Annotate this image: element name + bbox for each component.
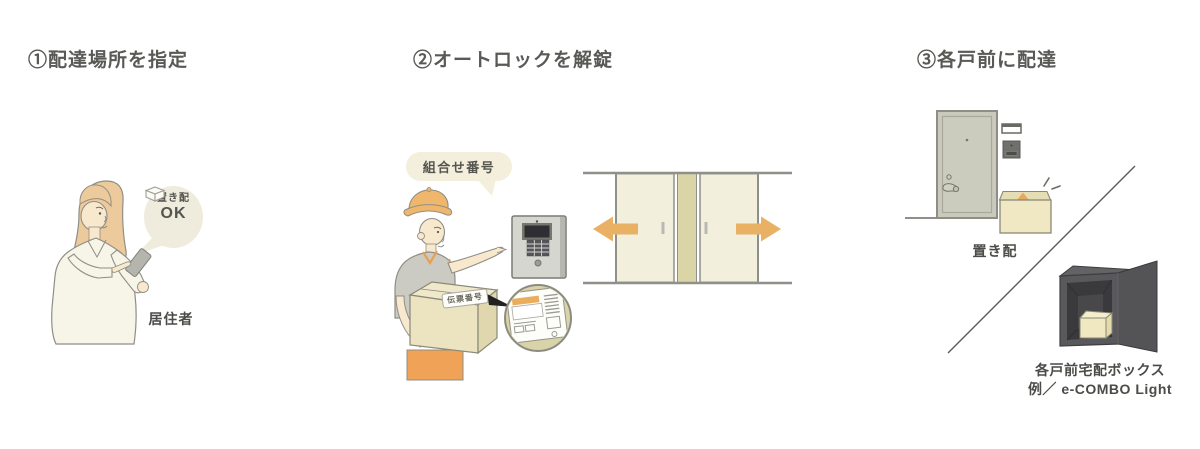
okihai-package-icon	[998, 190, 1052, 234]
callout-wedge	[487, 294, 513, 307]
sparkle-icon	[1043, 177, 1061, 190]
pants	[406, 349, 464, 381]
resident-caption: 居住者	[148, 311, 194, 327]
arrow-left-icon	[593, 216, 638, 242]
door-handle-mark	[704, 222, 708, 234]
cabinet-open-door	[1117, 260, 1158, 353]
speech-bubble-tail	[477, 179, 496, 196]
delivery-box-caption-line1: 各戸前宅配ボックス	[1034, 362, 1166, 378]
bubble-text-ok: OK	[160, 205, 187, 222]
step3-title: ③各戸前に配達	[917, 50, 1058, 71]
okihai-caption: 置き配	[972, 243, 1018, 259]
face	[418, 217, 446, 247]
door-center-column	[677, 174, 697, 282]
front-door-scene	[905, 110, 1158, 354]
intercom-panel-icon	[511, 215, 567, 279]
delivery-box-illustration	[1058, 260, 1158, 353]
inner-package-icon	[1078, 310, 1114, 340]
courier-illustration	[394, 179, 572, 381]
okihai-speech-bubble: 置き配 OK	[144, 186, 203, 248]
sliding-doors-illustration	[583, 171, 792, 285]
bubble-text: 置き配	[157, 193, 190, 204]
face	[80, 200, 108, 232]
smartphone-icon	[125, 248, 152, 277]
peephole-icon	[965, 138, 969, 142]
keyhole-icon	[946, 174, 952, 180]
package-box-icon	[144, 186, 166, 202]
pointing-arm	[447, 246, 504, 274]
diagonal-divider-line	[947, 165, 1136, 354]
step1-title: ①配達場所を指定	[28, 50, 189, 71]
step2-title: ②オートロックを解錠	[413, 50, 614, 71]
combination-number-bubble: 組合せ番号	[406, 152, 512, 181]
magnifier-detail-icon	[504, 284, 572, 352]
delivery-box-caption-line2: 例／ e-COMBO Light	[1027, 381, 1173, 397]
arrow-right-icon	[736, 216, 781, 242]
door-handle-mark	[661, 222, 665, 234]
